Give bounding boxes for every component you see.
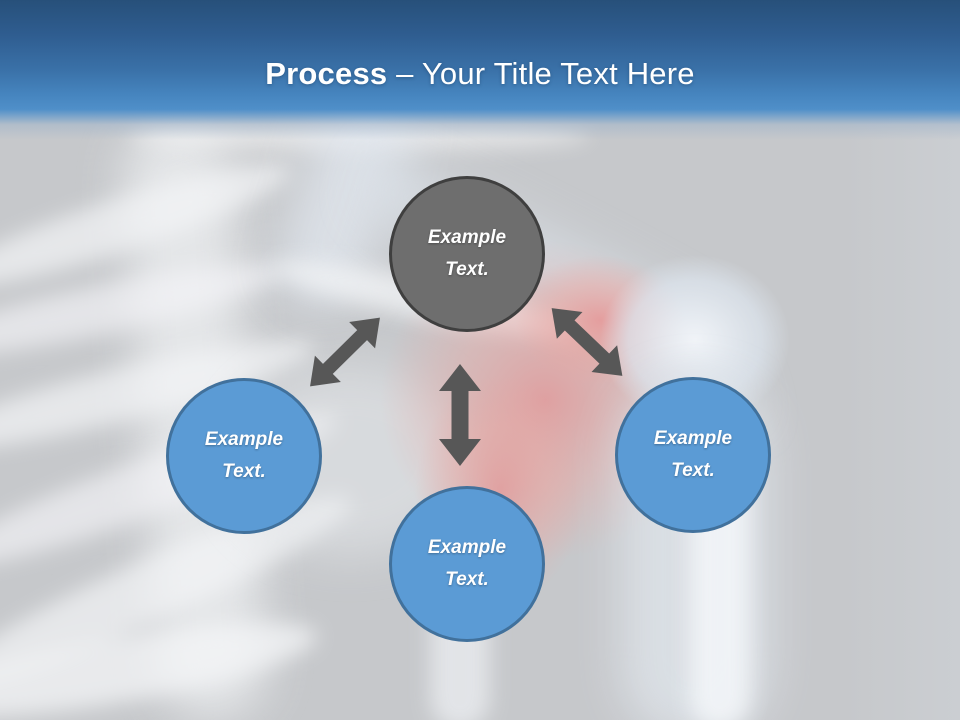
node-label-line2: Text. [445,259,489,280]
slide-title-emphasis: Process [265,56,388,91]
diagram-node-right[interactable]: Example Text. [615,377,771,533]
slide-title-text: Your Title Text Here [421,56,695,91]
double-arrow-top-to-bottom-icon[interactable] [439,364,481,466]
node-label-line2: Text. [445,569,489,590]
node-label-line1: Example [427,227,507,248]
title-bar [0,0,960,140]
node-label-line2: Text. [222,461,266,482]
node-label-line1: Example [204,429,284,450]
node-label-line1: Example [653,428,733,449]
slide-title[interactable]: Process – Your Title Text Here [0,54,960,98]
diagram-node-top[interactable]: Example Text. [389,176,545,332]
node-label-line1: Example [427,537,507,558]
double-arrow-top-to-right-icon[interactable] [539,295,635,390]
node-label-line2: Text. [671,460,715,481]
diagram-node-left[interactable]: Example Text. [166,378,322,534]
slide-title-separator: – [396,56,414,91]
double-arrow-top-to-left-icon[interactable] [297,304,393,399]
diagram-node-bottom[interactable]: Example Text. [389,486,545,642]
